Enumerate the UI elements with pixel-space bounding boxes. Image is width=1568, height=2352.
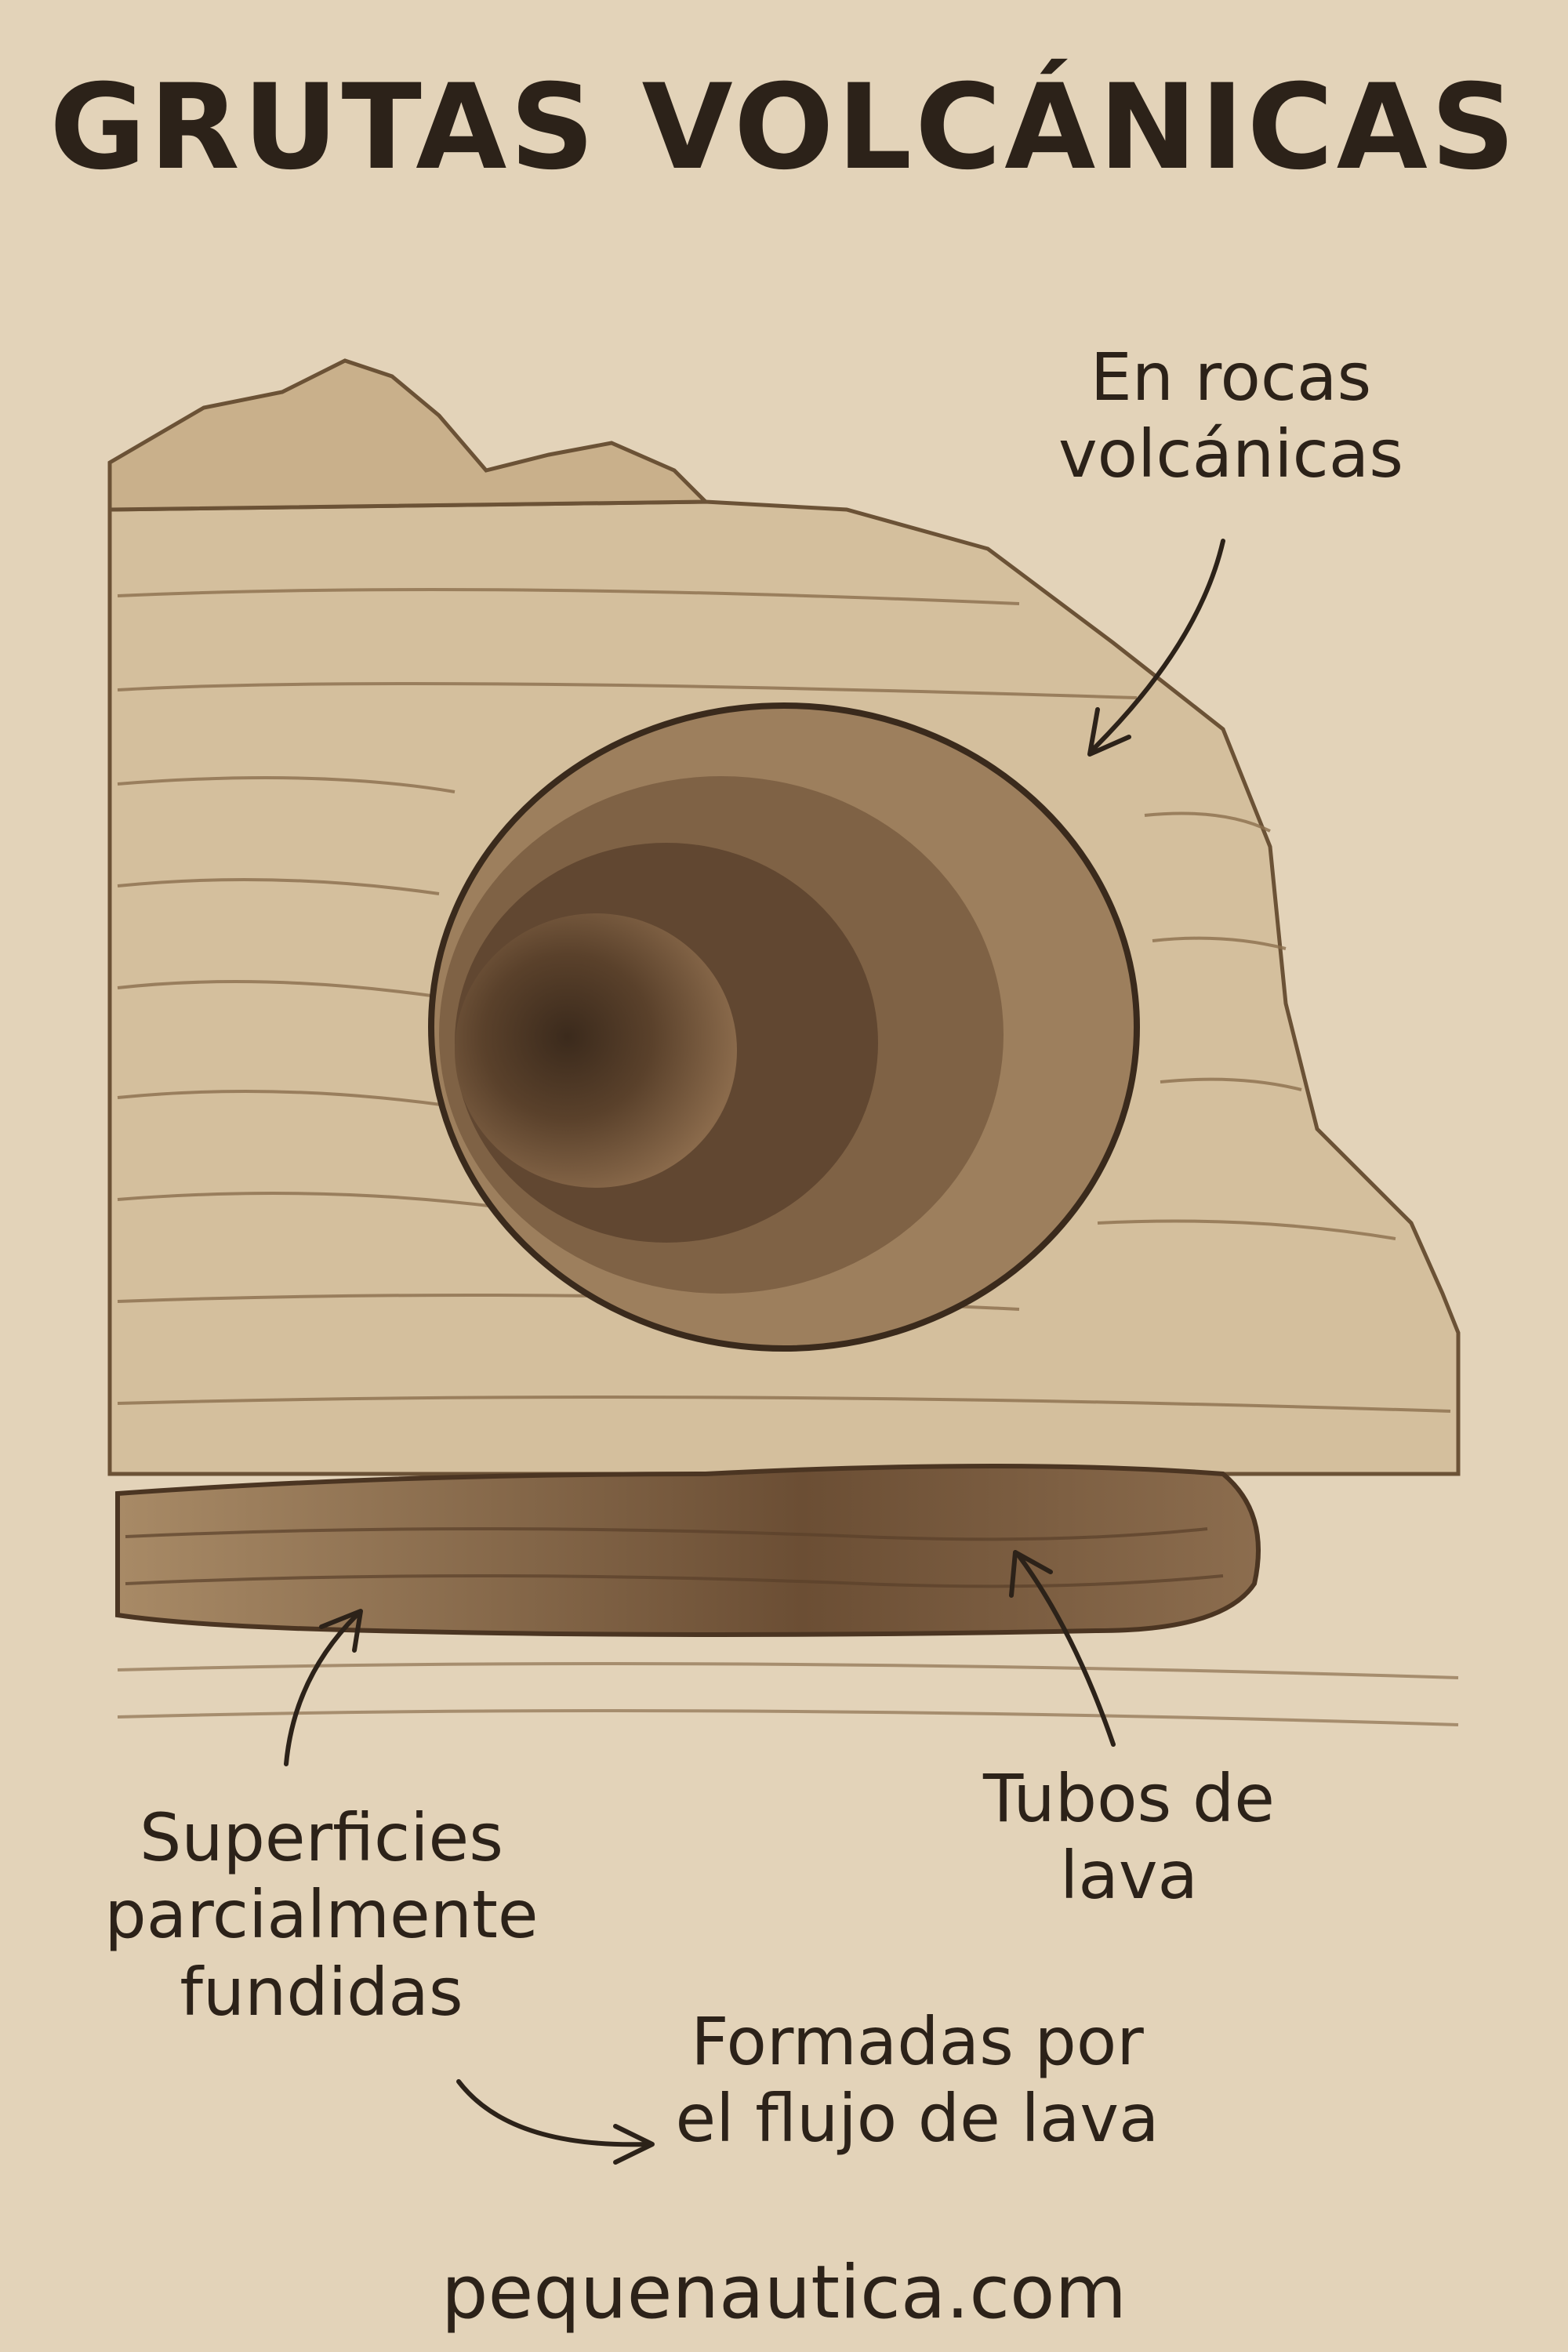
label-formadas: Formadas por el flujo de lava [666, 2003, 1168, 2158]
label-line: lava [1060, 1837, 1198, 1915]
label-line: Tubos de [983, 1760, 1275, 1837]
label-line: parcialmente [104, 1876, 539, 1954]
cave-ring-4 [455, 913, 737, 1188]
mountain-peak [107, 358, 710, 512]
label-line: el flujo de lava [675, 2080, 1160, 2158]
label-superficies: Superficies parcialmente fundidas [71, 1799, 572, 2031]
lava-flow-lines [125, 1527, 1224, 1588]
label-line: Superficies [140, 1799, 503, 1876]
arrowhead-tubos [1009, 1550, 1053, 1598]
label-line: En rocas [1090, 339, 1372, 416]
ground-lines [117, 1662, 1459, 1726]
label-rocas-volcanicas: En rocas volcánicas [1011, 339, 1450, 493]
page-title: GRUTAS VOLCÁNICAS [49, 60, 1519, 196]
label-line: fundidas [180, 1953, 463, 2031]
arrow-superficies [284, 1613, 359, 1766]
arrowhead-formadas [613, 2124, 655, 2165]
arrow-formadas [456, 2079, 649, 2147]
label-tubos-de-lava: Tubos de lava [925, 1760, 1333, 1915]
arrowhead-superficies [319, 1609, 363, 1653]
footer-website: pequenautica.com [441, 2250, 1127, 2336]
arrowhead-rocas [1087, 707, 1131, 757]
label-line: volcánicas [1058, 416, 1404, 493]
arrow-tubos [1017, 1554, 1116, 1747]
label-line: Formadas por [691, 2003, 1144, 2080]
lava-tube [115, 1464, 1261, 1637]
arrow-rocas [1091, 539, 1225, 751]
